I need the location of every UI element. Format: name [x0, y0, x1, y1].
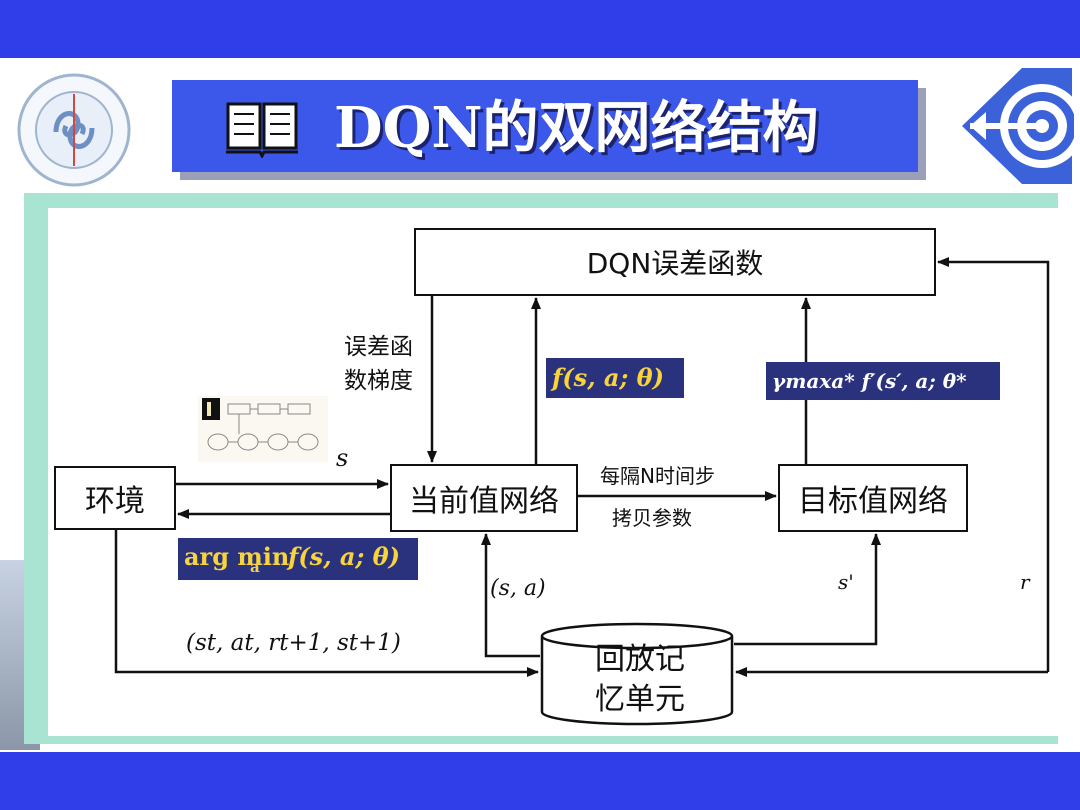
- argmin-formula-arg: arg min: [184, 542, 290, 571]
- state-label: s: [336, 444, 349, 472]
- state-action-label: (s, a): [490, 576, 546, 601]
- replay-memory-cylinder: [540, 622, 734, 726]
- next-state-label: s': [838, 570, 854, 594]
- gradient-label-line2: 数梯度: [344, 368, 413, 394]
- target-formula: γmaxa* f′(s′, a; θ*: [766, 362, 1000, 400]
- argmin-formula-f: f(s, a; θ): [288, 542, 401, 571]
- replay-memory-line2: 忆单元: [595, 682, 685, 717]
- reward-label: r: [1020, 570, 1030, 594]
- target-network-box: 目标值网络: [778, 464, 968, 532]
- environment-box: 环境: [54, 466, 176, 530]
- top-band: [0, 0, 1080, 58]
- q-value-formula: f(s, a; θ): [546, 358, 684, 398]
- error-function-box: DQN误差函数: [414, 228, 936, 296]
- replay-memory-line1: 回放记: [595, 642, 685, 677]
- argmin-formula-sub: a: [250, 558, 260, 576]
- bottom-band: [0, 752, 1080, 810]
- gradient-label-line1: 误差函: [344, 334, 413, 360]
- current-network-box: 当前值网络: [390, 464, 578, 532]
- book-icon: [226, 102, 298, 158]
- gradient-label: 误差函 数梯度: [344, 330, 413, 398]
- argmin-formula: arg min a f(s, a; θ): [178, 538, 418, 580]
- copy-interval-label: 每隔N时间步: [600, 464, 715, 488]
- copy-params-label: 拷贝参数: [612, 506, 692, 530]
- target-arrow-icon: [962, 68, 1074, 184]
- transition-label: (st, at, rt+1, st+1): [186, 630, 401, 656]
- college-logo: [17, 73, 131, 187]
- replay-memory-label: 回放记 忆单元: [580, 640, 700, 720]
- slide-title: DQN的双网络结构: [334, 95, 819, 161]
- embedded-thumbnail-image: [198, 396, 328, 462]
